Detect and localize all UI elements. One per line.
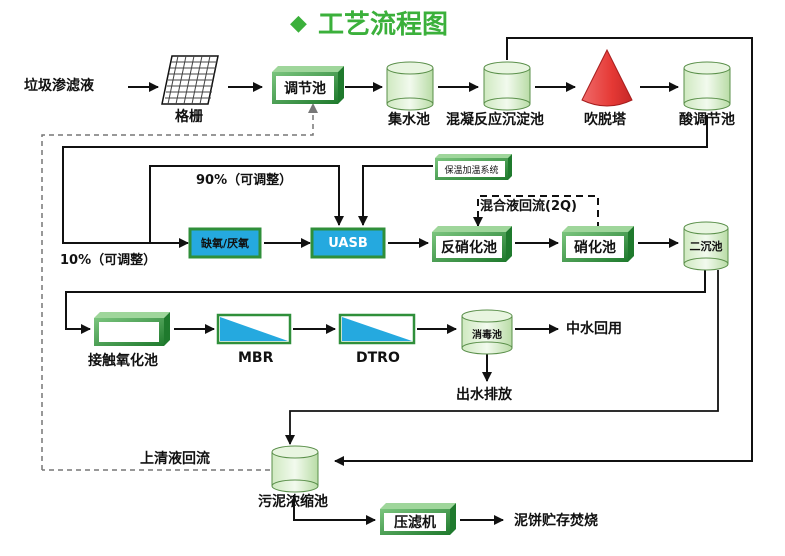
mbr-label: MBR <box>238 350 274 366</box>
regulating-tank-label: 调节池 <box>284 81 326 97</box>
acid-tank-label: 酸调节池 <box>679 112 735 128</box>
denitrification-label: 反硝化池 <box>441 240 497 256</box>
sludge-thickener-label: 污泥浓缩池 <box>258 494 328 510</box>
mixed-return-label: 混合液回流(2Q) <box>480 199 577 214</box>
nitrification-shape <box>562 226 634 262</box>
collection-tank-label: 集水池 <box>388 112 430 128</box>
regulating-tank-shape <box>272 66 344 104</box>
dtro-shape <box>338 313 416 345</box>
collection-tank-shape <box>386 61 434 111</box>
uasb-label: UASB <box>328 235 368 251</box>
clarifier-shape <box>683 221 729 271</box>
stripping-tower-shape <box>581 48 633 107</box>
raw-input-label: 垃圾渗滤液 <box>24 78 94 94</box>
anoxic-label: 缺氧/厌氧 <box>200 237 250 250</box>
heating-system-shape <box>435 154 512 180</box>
clarifier-label: 二沉池 <box>689 240 723 253</box>
grille-label: 格栅 <box>175 109 203 125</box>
contact-oxidation-label: 接触氧化池 <box>88 353 158 369</box>
dtro-label: DTRO <box>356 350 400 366</box>
supernatant-return-label: 上清液回流 <box>140 451 210 467</box>
anoxic-shape <box>188 227 262 259</box>
acid-tank-shape <box>683 61 731 111</box>
disinfection-label: 消毒池 <box>472 329 502 341</box>
contact-oxidation-shape <box>94 312 170 346</box>
filter-press-shape <box>380 503 456 535</box>
discharge-label: 出水排放 <box>456 387 512 403</box>
reuse-label: 中水回用 <box>566 321 622 337</box>
denitrification-shape <box>432 226 512 262</box>
stripping-tower-label: 吹脱塔 <box>584 112 626 128</box>
nitrification-label: 硝化池 <box>574 240 616 256</box>
sludge-thickener-shape <box>271 445 319 493</box>
cake-disposal-label: 泥饼贮存焚烧 <box>514 513 598 529</box>
uasb-shape <box>310 227 386 259</box>
coag-tank-shape <box>483 61 531 111</box>
disinfection-shape <box>461 309 513 355</box>
grille-shape <box>161 55 219 105</box>
coag-tank-label: 混凝反应沉淀池 <box>446 112 544 128</box>
title-diamond-icon: ◆ <box>290 11 307 36</box>
split-10-label: 10%（可调整） <box>60 253 157 268</box>
mbr-shape <box>216 313 292 345</box>
split-90-label: 90%（可调整） <box>196 173 293 188</box>
page-title: 工艺流程图 <box>318 10 449 40</box>
heating-system-label: 保温加温系统 <box>444 165 499 176</box>
filter-press-label: 压滤机 <box>394 515 436 531</box>
